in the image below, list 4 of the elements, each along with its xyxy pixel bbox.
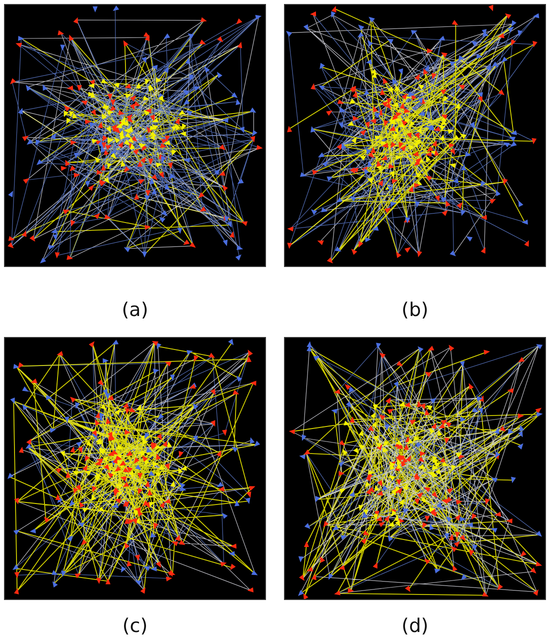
panel-caption: (d) [402,617,428,636]
panel-caption: (c) [122,617,148,636]
panel-caption: (a) [122,301,148,320]
panel-caption: (b) [402,301,428,320]
